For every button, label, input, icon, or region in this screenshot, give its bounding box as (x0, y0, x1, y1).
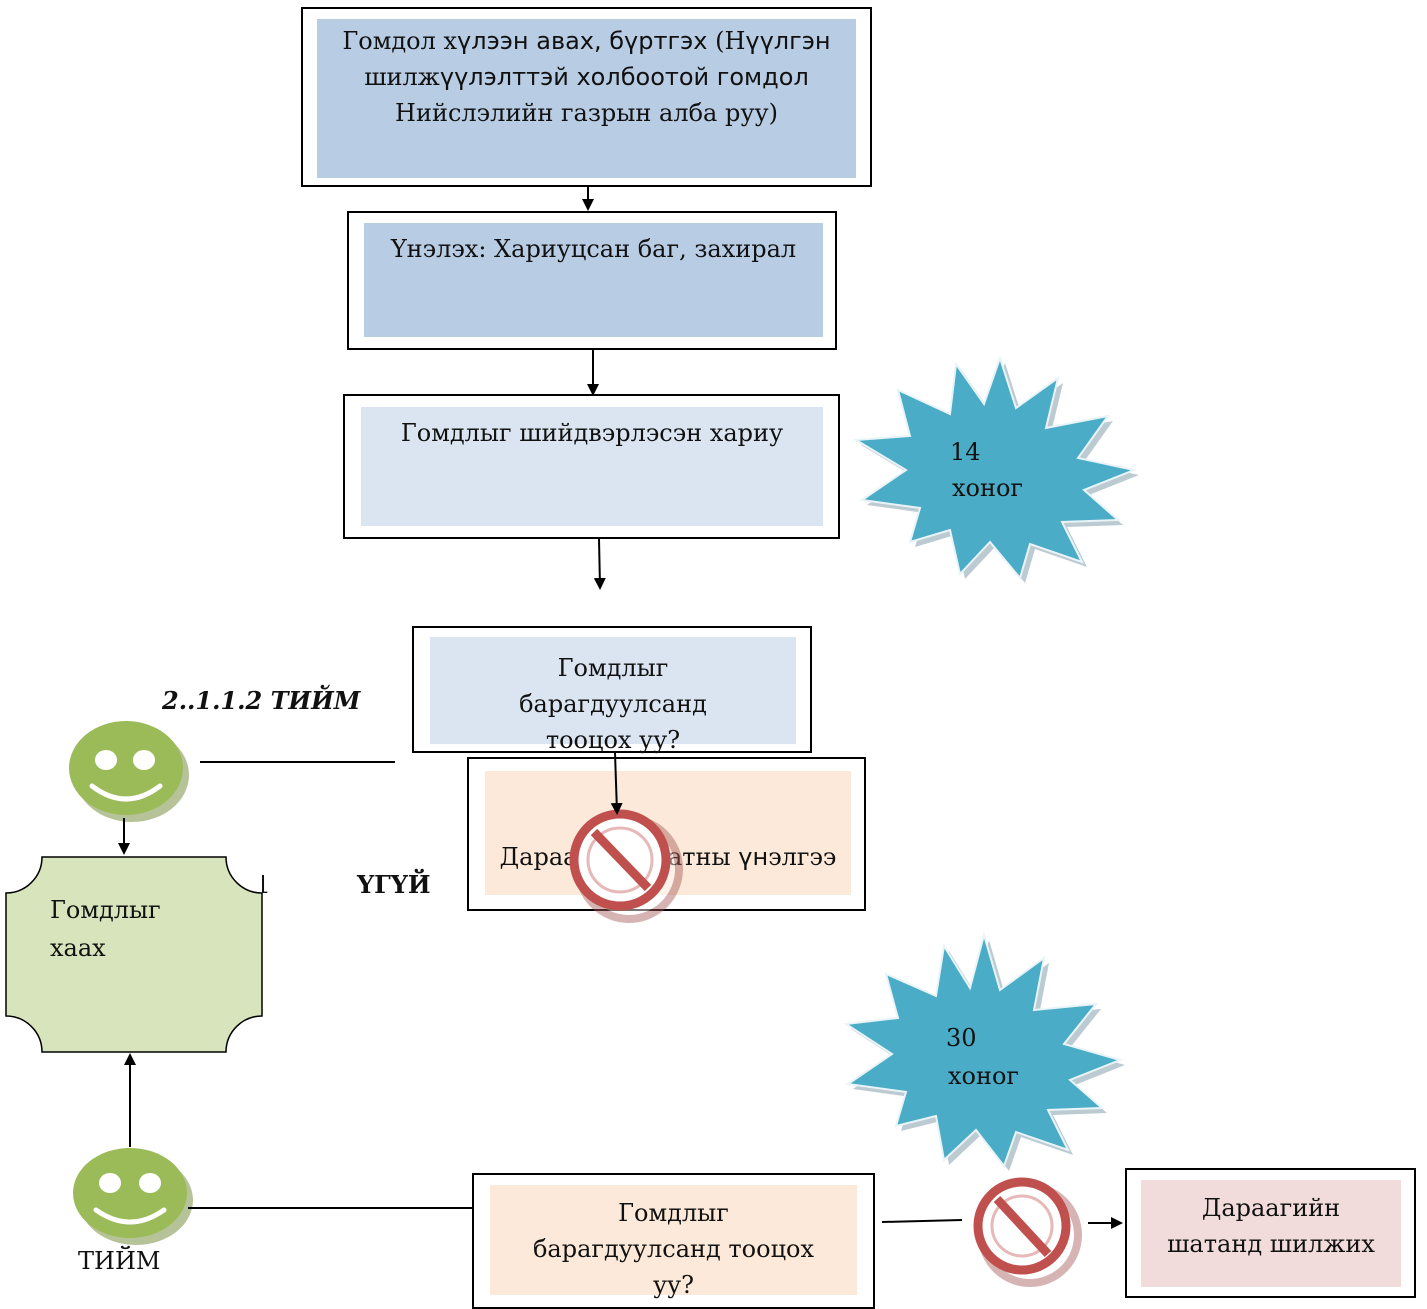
step-resolution-text: Гомдлыг шийдвэрлэсэн хариу (400, 419, 784, 447)
step-question1-text: Гомдлыг барагдуулсанд тооцох уу? (519, 654, 707, 754)
step-question1-fill: Гомдлыг барагдуулсанд тооцох уу? (430, 637, 796, 754)
starburst-14-days (852, 354, 1139, 583)
step-next-evaluation-text-c: элгээ (768, 843, 837, 871)
step-receive-text-d: үүлгэн (745, 27, 831, 55)
close-complaint-shape (5, 856, 263, 1053)
badge-14-number: 14 (950, 438, 981, 466)
arrow-question1-to-no (610, 752, 623, 815)
badge-30-number: 30 (946, 1024, 977, 1052)
step-receive-fill: Гомдол хүлээн авах, бүртгэх (Нүүлгэн шил… (317, 19, 856, 178)
yes-heading-label: 2..1.1.2 ТИЙМ (162, 686, 361, 715)
partial-number-label: 2.1 (228, 870, 270, 899)
step-next-evaluation-text-b: үн (738, 843, 769, 871)
step-receive-text-g: Нийслэлийн газрын алба руу) (395, 99, 778, 127)
step-question1-box: Гомдлыг барагдуулсанд тооцох уу? (412, 626, 812, 754)
prohibited-icon (569, 809, 683, 923)
step-question2-box: Гомдлыг барагдуулсанд тооцох уу? (472, 1173, 875, 1309)
arrow-resolution-to-question1 (593, 538, 606, 590)
smiley-icon (73, 1148, 193, 1245)
step-receive-box: Гомдол хүлээн авах, бүртгэх (Нүүлгэн шил… (301, 7, 872, 187)
step-evaluate-fill: Үнэлэх: Хариуцсан баг, захирал (364, 223, 823, 337)
badge-30-unit: хоног (948, 1062, 1020, 1090)
badge-14-unit: хоног (952, 474, 1024, 502)
step-evaluate-box: Үнэлэх: Хариуцсан баг, захирал (347, 211, 837, 350)
line-question2-to-no (881, 1219, 963, 1223)
step-next-stage-box: Дараагийн шатанд шилжих (1125, 1168, 1416, 1298)
step-receive-text-a: Гомдол х (342, 27, 458, 55)
smiley-icon (69, 721, 189, 822)
prohibited-icon (973, 1177, 1082, 1287)
step-receive-text-b: үлээн авах, бүртгэх (457, 27, 708, 55)
step-receive-text-f: үүлэлттэй холбоотой гомдол (439, 63, 809, 91)
no-label: ҮГҮЙ (357, 870, 431, 899)
starburst-30-days (843, 931, 1125, 1171)
step-question2-text: Гомдлыг барагдуулсанд тооцох уу? (532, 1199, 814, 1299)
step-receive-text-c: (Н (707, 27, 746, 55)
step-next-stage-fill: Дараагийн шатанд шилжих (1141, 1180, 1401, 1287)
yes-bottom-label: ТИЙМ (78, 1247, 161, 1275)
step-next-stage-text: Дараагийн шатанд шилжих (1167, 1194, 1375, 1258)
close-complaint-line2: хаах (50, 934, 106, 962)
step-evaluate-text: Үнэлэх: Хариуцсан баг, захирал (390, 235, 797, 263)
step-receive-text-e: шилж (364, 63, 440, 91)
step-resolution-box: Гомдлыг шийдвэрлэсэн хариу (343, 394, 840, 539)
step-question2-fill: Гомдлыг барагдуулсанд тооцох уу? (490, 1185, 857, 1299)
close-complaint-line1: Гомдлыг (50, 896, 161, 924)
step-resolution-fill: Гомдлыг шийдвэрлэсэн хариу (361, 407, 823, 526)
